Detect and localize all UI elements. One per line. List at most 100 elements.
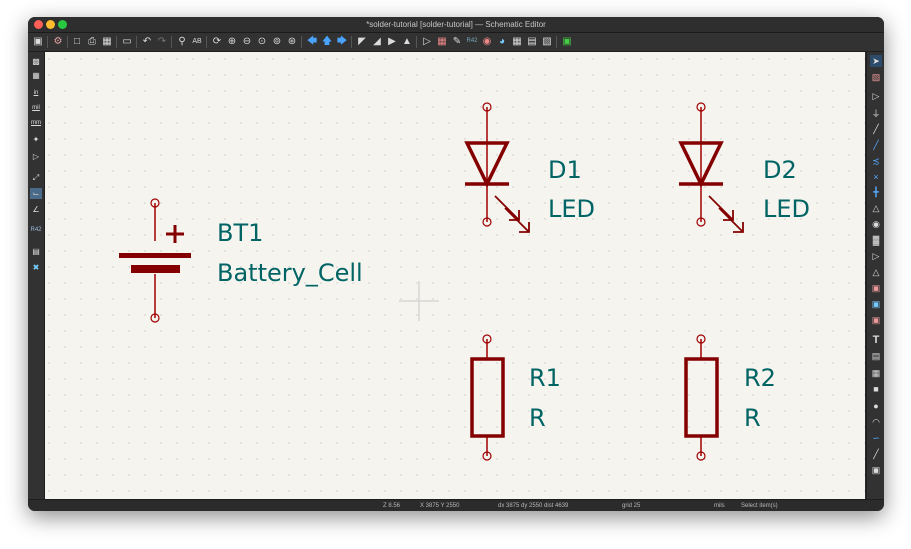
add-image-icon[interactable]: ▣ [871,464,881,475]
add-table-icon[interactable]: ▦ [871,367,881,378]
grid-dots [45,52,865,499]
add-textbox-icon[interactable]: ▤ [871,350,881,361]
add-class-directive-icon[interactable]: ◉ [872,218,880,229]
status-grid: grid 25 [622,503,641,509]
import-sheet-pin-icon[interactable]: ▣ [871,282,881,293]
add-wire-icon[interactable]: ╱ [873,123,879,134]
left-toolbar: ▩ ▦ in mil mm ✦ ▷ ⤢ ⌙ ∠ R42 ▤ ✖ [28,52,45,499]
d2-reference[interactable]: D2 [763,156,797,184]
add-junction-icon[interactable]: ╋ [873,186,879,197]
add-hier-label-icon[interactable]: ▷ [872,250,880,261]
add-global-label-icon[interactable]: ▓ [872,235,880,245]
refresh-icon[interactable]: ⟳ [212,36,222,47]
print-icon[interactable]: ⎙ [88,36,96,47]
bt1-reference[interactable]: BT1 [217,219,263,247]
schematic-drawing[interactable]: BT1 Battery_Cell D1 LED [45,52,865,499]
d1-reference[interactable]: D1 [548,156,582,184]
line-mode-90-icon[interactable]: ⌙ [30,188,42,199]
redo-icon[interactable]: ↷ [157,36,167,47]
status-units: mils [714,503,725,509]
simulator-icon[interactable]: ▤ [527,36,537,47]
navigate-up-icon[interactable]: 🡄 [306,36,318,47]
add-sheet-icon[interactable]: △ [872,266,880,277]
symbol-editor-icon[interactable]: ▷ [423,36,431,47]
status-message: Select item(s) [741,503,778,509]
zoom-selection-icon[interactable]: ⊛ [287,36,297,47]
resistor-symbol-r2[interactable] [684,334,719,461]
paste-icon[interactable]: ▭ [122,36,132,47]
cursor-crosshair [399,281,439,321]
add-bezier-icon[interactable]: ∽ [872,432,880,443]
resistor-symbol-r1[interactable] [470,334,505,461]
units-mm-icon[interactable]: mm [31,119,41,126]
hidden-pins-icon[interactable]: ▷ [32,152,40,161]
erc-icon[interactable]: R42 [466,38,478,44]
zoom-out-icon[interactable]: ⊖ [242,36,252,47]
add-label-icon[interactable]: △ [872,202,880,213]
led-symbol-d2[interactable] [678,102,744,233]
minimize-window-button[interactable] [46,20,55,29]
save-icon[interactable]: ▣ [33,36,43,47]
add-hier-sheet-icon[interactable]: ▣ [871,298,881,309]
status-bar: Z 8.56 X 3875 Y 2550 dx 3875 dy 2550 dis… [28,499,884,511]
cursor-full-crosshair-icon[interactable]: ✦ [32,135,40,144]
plot-icon[interactable]: ▦ [102,36,112,47]
battery-symbol-bt1[interactable] [119,198,191,323]
symbol-fields-icon[interactable]: ◉ [482,36,492,47]
mirror-vertical-icon[interactable]: ▶ [388,36,396,47]
r2-reference[interactable]: R2 [744,364,776,392]
zoom-in-icon[interactable]: ⊕ [227,36,237,47]
bt1-value[interactable]: Battery_Cell [217,259,363,287]
add-symbol-icon[interactable]: ▷ [872,90,880,101]
add-arc-icon[interactable]: ◠ [872,416,880,427]
schematic-setup-icon[interactable]: ⚙ [53,36,63,47]
add-text-icon[interactable]: T [872,334,880,346]
add-power-icon[interactable]: ⏚ [871,108,881,119]
footprint-assign-icon[interactable]: ▧ [542,36,552,47]
status-delta: dx 3875 dy 2550 dist 4639 [498,503,569,509]
add-line-icon[interactable]: ╱ [873,448,879,459]
add-bus-icon[interactable]: ╱ [873,139,879,150]
navigate-forward-icon[interactable]: 🡆 [336,36,348,47]
hierarchy-navigator-icon[interactable]: ▤ [32,247,40,256]
close-window-button[interactable] [34,20,43,29]
add-directive-icon[interactable]: ▣ [871,314,881,325]
rotate-ccw-icon[interactable]: ◤ [358,36,366,47]
annotate-auto-icon[interactable]: R42 [30,226,42,233]
grid-dots-icon[interactable]: ▩ [32,57,40,66]
symbol-browser-icon[interactable]: ▦ [437,36,447,47]
d2-value[interactable]: LED [763,195,810,223]
annotate-icon[interactable]: ✎ [452,36,462,47]
properties-manager-icon[interactable]: ✖ [32,263,40,272]
r2-value[interactable]: R [744,404,761,432]
bom-icon[interactable]: ◕ [498,36,506,47]
undo-icon[interactable]: ↶ [142,36,152,47]
d1-value[interactable]: LED [548,195,595,223]
line-mode-45-icon[interactable]: ∠ [32,205,40,214]
no-connect-icon[interactable]: × [873,172,879,182]
led-symbol-d1[interactable] [464,102,530,233]
r1-value[interactable]: R [529,404,546,432]
add-rectangle-icon[interactable]: ■ [873,384,879,394]
highlight-net-icon[interactable]: ▧ [871,71,881,82]
find-replace-icon[interactable]: AB [192,38,202,45]
navigate-back-icon[interactable]: 🡅 [321,36,333,47]
add-bus-entry-icon[interactable]: ≾ [872,155,880,166]
rotate-cw-icon[interactable]: ◢ [373,36,381,47]
units-mil-icon[interactable]: mil [32,104,40,111]
zoom-objects-icon[interactable]: ⊚ [272,36,282,47]
zoom-fit-icon[interactable]: ⊙ [257,36,267,47]
netlist-icon[interactable]: ▦ [512,36,522,47]
units-in-icon[interactable]: in [33,89,39,96]
grid-overrides-icon[interactable]: ▦ [32,71,40,80]
schematic-canvas[interactable]: BT1 Battery_Cell D1 LED [45,52,865,499]
select-arrow-icon[interactable]: ➤ [870,55,882,67]
mirror-horizontal-icon[interactable]: ▲ [402,36,412,47]
page-settings-icon[interactable]: □ [73,36,81,47]
add-circle-icon[interactable]: ● [873,401,879,411]
find-icon[interactable]: ⚲ [178,36,186,47]
pcb-editor-icon[interactable]: ▣ [562,36,572,47]
r1-reference[interactable]: R1 [529,364,561,392]
zoom-window-button[interactable] [58,20,67,29]
line-mode-free-icon[interactable]: ⤢ [32,172,40,182]
